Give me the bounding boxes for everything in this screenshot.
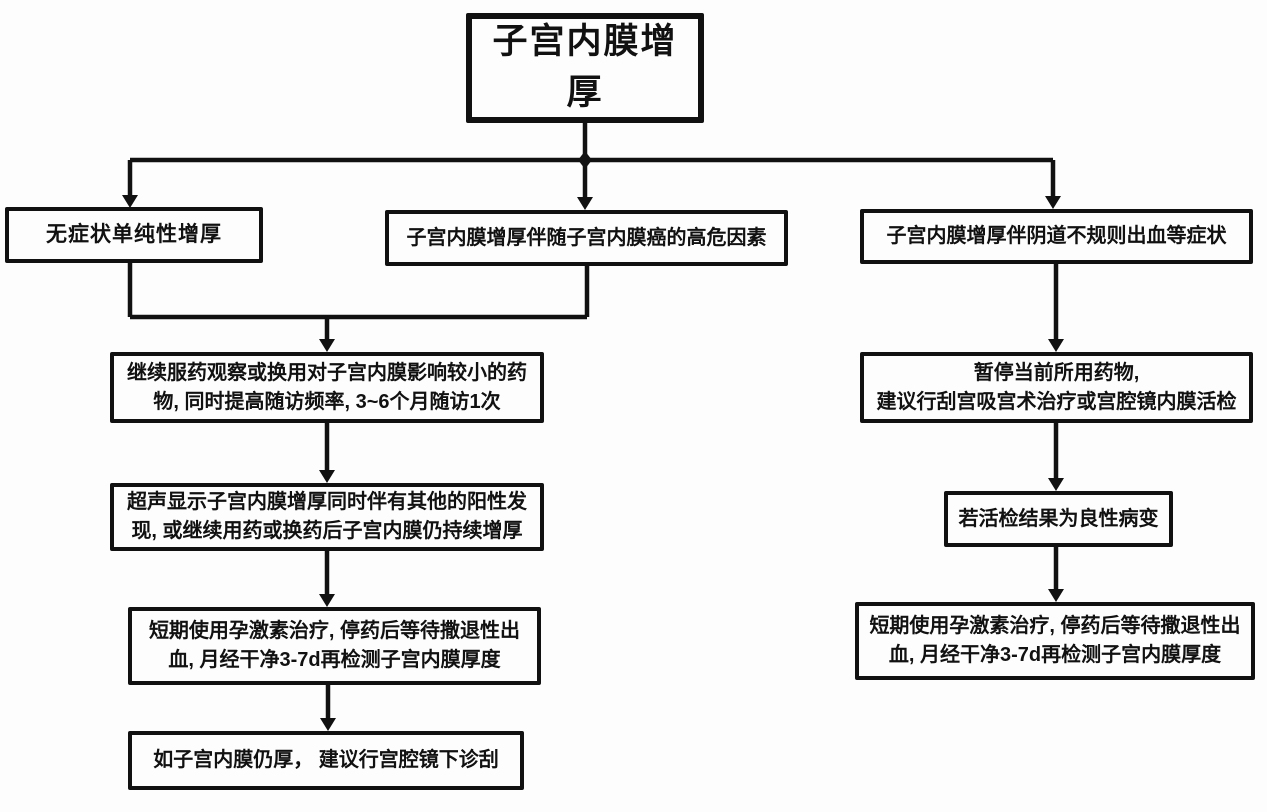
arrowhead (1048, 589, 1064, 602)
arrowhead (1045, 196, 1061, 209)
node-curettage-label: 如子宫内膜仍厚， 建议行宫腔镜下诊刮 (153, 749, 499, 771)
node-branch-middle-label: 子宫内膜增厚伴随子宫内膜癌的高危因素 (406, 226, 767, 249)
node-benign-biopsy-result: 若活检结果为良性病变 (944, 491, 1173, 547)
node-progestin-left-label: 短期使用孕激素治疗, 停药后等待撒退性出 血, 月经干净3-7d再检测子宫内膜厚… (148, 620, 521, 671)
node-stop-medication-biopsy: 暂停当前所用药物, 建议行刮宫吸宫术治疗或宫腔镜内膜活检 (860, 352, 1253, 423)
arrowhead (122, 195, 138, 208)
node-hysteroscopic-curettage: 如子宫内膜仍厚， 建议行宫腔镜下诊刮 (128, 731, 524, 790)
node-root: 子宫内膜增厚 (466, 13, 704, 123)
node-branch-left-label: 无症状单纯性增厚 (46, 222, 222, 246)
arrowhead (319, 594, 335, 607)
node-progestin-treatment-right: 短期使用孕激素治疗, 停药后等待撒退性出 血, 月经干净3-7d再检测子宫内膜厚… (855, 602, 1255, 680)
arrowhead (1048, 339, 1064, 352)
node-branch-asymptomatic-thickening: 无症状单纯性增厚 (5, 207, 263, 263)
node-root-label: 子宫内膜增厚 (492, 22, 678, 112)
node-branch-right-label: 子宫内膜增厚伴阴道不规则出血等症状 (886, 225, 1227, 247)
node-continue-meds-label: 继续服药观察或换用对子宫内膜影响较小的药 物, 同时提高随访频率, 3~6个月随… (127, 361, 527, 413)
arrowhead (319, 339, 335, 352)
node-continue-medication-follow-up: 继续服药观察或换用对子宫内膜影响较小的药 物, 同时提高随访频率, 3~6个月随… (110, 352, 544, 423)
node-progestin-treatment-left: 短期使用孕激素治疗, 停药后等待撒退性出 血, 月经干净3-7d再检测子宫内膜厚… (128, 607, 541, 685)
node-stop-meds-label: 暂停当前所用药物, 建议行刮宫吸宫术治疗或宫腔镜内膜活检 (876, 361, 1237, 413)
arrowhead (320, 718, 336, 731)
node-branch-high-risk-factors: 子宫内膜增厚伴随子宫内膜癌的高危因素 (385, 210, 788, 266)
node-ultrasound-positive-findings: 超声显示子宫内膜增厚同时伴有其他的阳性发 现, 或继续用药或换药后子宫内膜仍持续… (110, 483, 544, 551)
node-ultrasound-label: 超声显示子宫内膜增厚同时伴有其他的阳性发 现, 或继续用药或换药后子宫内膜仍持续… (127, 491, 527, 542)
arrowhead (319, 470, 335, 483)
arrowhead (1048, 478, 1064, 491)
node-branch-irregular-bleeding: 子宫内膜增厚伴阴道不规则出血等症状 (860, 209, 1253, 264)
arrowhead (577, 197, 593, 210)
node-progestin-right-label: 短期使用孕激素治疗, 停药后等待撒退性出 血, 月经干净3-7d再检测子宫内膜厚… (869, 615, 1241, 666)
node-benign-label: 若活检结果为良性病变 (958, 507, 1159, 530)
junction-diamond (578, 151, 592, 169)
